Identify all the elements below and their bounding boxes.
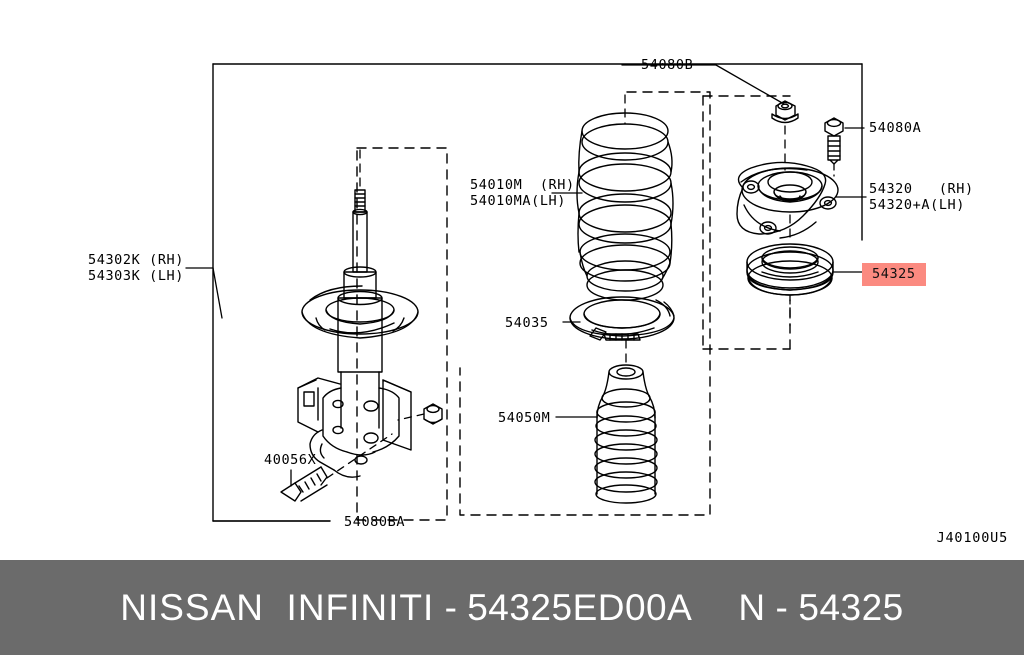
mount-group-dashed-box [702,95,791,350]
bump-stop-boot [594,364,658,504]
top-nut-54080b [771,100,799,124]
label-mount-rh: 54320 (RH) [869,181,974,197]
label-bearing-54325-highlight: 54325 [862,263,926,286]
label-strut: 54302K (RH)54303K (LH) [88,252,184,284]
diagram-canvas [185,63,867,522]
label-spring-lh: 54010MA(LH) [470,193,567,209]
label-spring: 54010M (RH)54010MA(LH) [470,177,575,209]
label-spring-rh: 54010M (RH) [470,177,575,193]
spring-group-dashed-box [459,91,711,516]
footer-separator [434,587,444,629]
label-bolt-40056x: 40056X [264,452,317,468]
label-seat-54035: 54035 [505,315,549,331]
strut-group-dashed-box [356,147,448,521]
label-boot-54050m: 54050M [498,410,551,426]
label-mount-lh: 54320+A(LH) [869,197,966,213]
leader-lines [185,64,867,522]
lower-nut [423,403,443,425]
bolt-54080a [824,117,844,165]
footer-brand: NISSAN INFINITI [120,586,435,628]
label-mount: 54320 (RH)54320+A(LH) [869,181,974,213]
label-strut-lh: 54303K (LH) [88,268,185,284]
label-strut-rh: 54302K (RH) [88,252,185,268]
diagram-id-code: J40100U5 [936,530,1008,546]
label-nut-54080ba: 54080BA [344,514,406,530]
spring-upper-seat [569,296,675,341]
lower-bolt-40056x [280,466,328,502]
strut-bearing-54325 [746,243,834,296]
diagram-illustration [185,63,867,522]
strut-lower-bracket [297,371,412,478]
label-nut-54080b: 54080B [641,57,694,73]
footer-content: NISSAN INFINITI - 54325ED00A N - 54325 [120,587,904,629]
label-bolt-54080a: 54080A [869,120,922,136]
footer-part-number: 54325ED00A [467,586,693,628]
footer-space2 [457,587,467,629]
strut-assembly [297,189,419,478]
footer-right-number: 54325 [798,586,904,628]
footer-right-dash: - [775,586,789,628]
footer-banner: NISSAN INFINITI - 54325ED00A N - 54325 [0,560,1024,655]
strut-mount-54320 [736,161,839,239]
footer-dash: - [444,586,457,628]
footer-right-prefix: N [738,586,766,628]
coil-spring [576,112,674,301]
